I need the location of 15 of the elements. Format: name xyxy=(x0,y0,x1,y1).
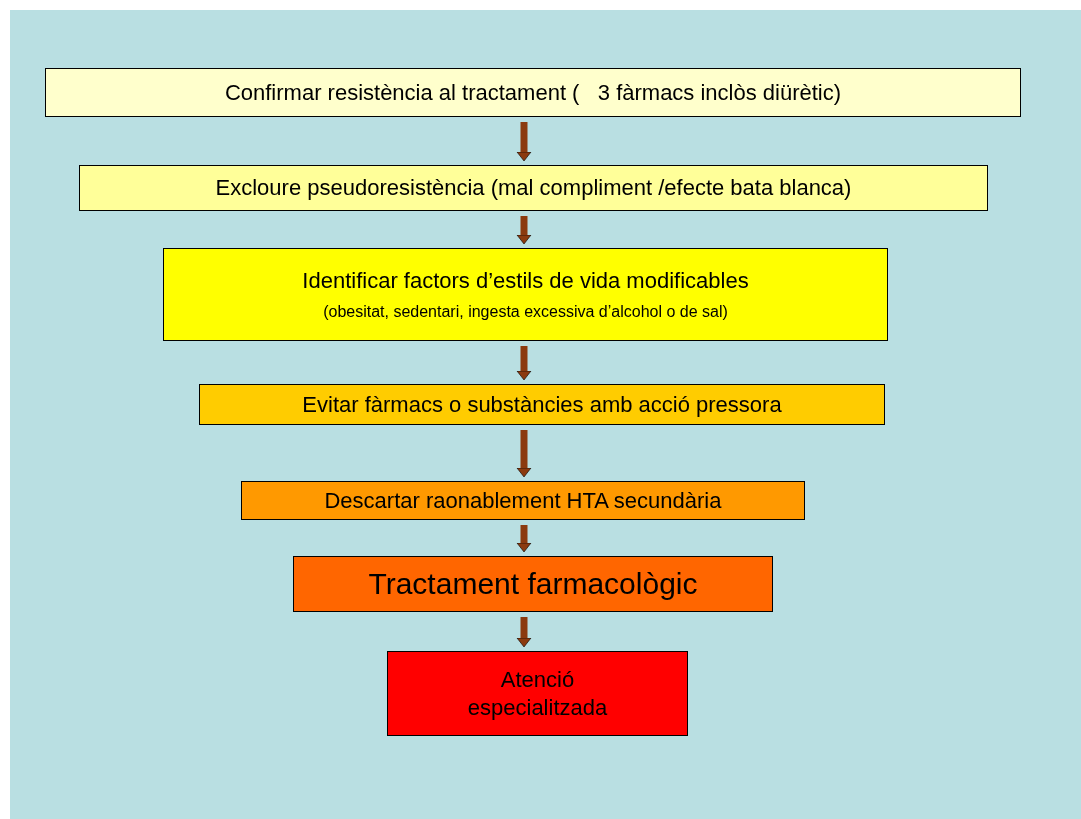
step-text: Evitar fàrmacs o substàncies amb acció pressora xyxy=(301,390,783,419)
step-text: Tractament farmacològic xyxy=(367,566,699,603)
step-text: Confirmar resistència al tractament ( 3 fàrmacs inclòs diürètic) xyxy=(223,78,843,107)
process-box xyxy=(79,165,988,211)
process-box xyxy=(45,68,1021,117)
step-text: (obesitat, sedentari, ingesta excessiva d’alcohol o de sal) xyxy=(322,302,729,323)
step-text: Descartar raonablement HTA secundària xyxy=(323,486,723,515)
step-text: Excloure pseudoresistència (mal compliment /efecte bata blanca) xyxy=(214,174,853,202)
process-box xyxy=(163,248,888,341)
process-box xyxy=(241,481,805,520)
process-box xyxy=(199,384,885,425)
step-text: Atenció especialitzada xyxy=(466,666,609,721)
step-text: Identificar factors d’estils de vida modificables xyxy=(301,266,750,295)
process-box xyxy=(293,556,773,612)
process-box xyxy=(387,651,688,736)
